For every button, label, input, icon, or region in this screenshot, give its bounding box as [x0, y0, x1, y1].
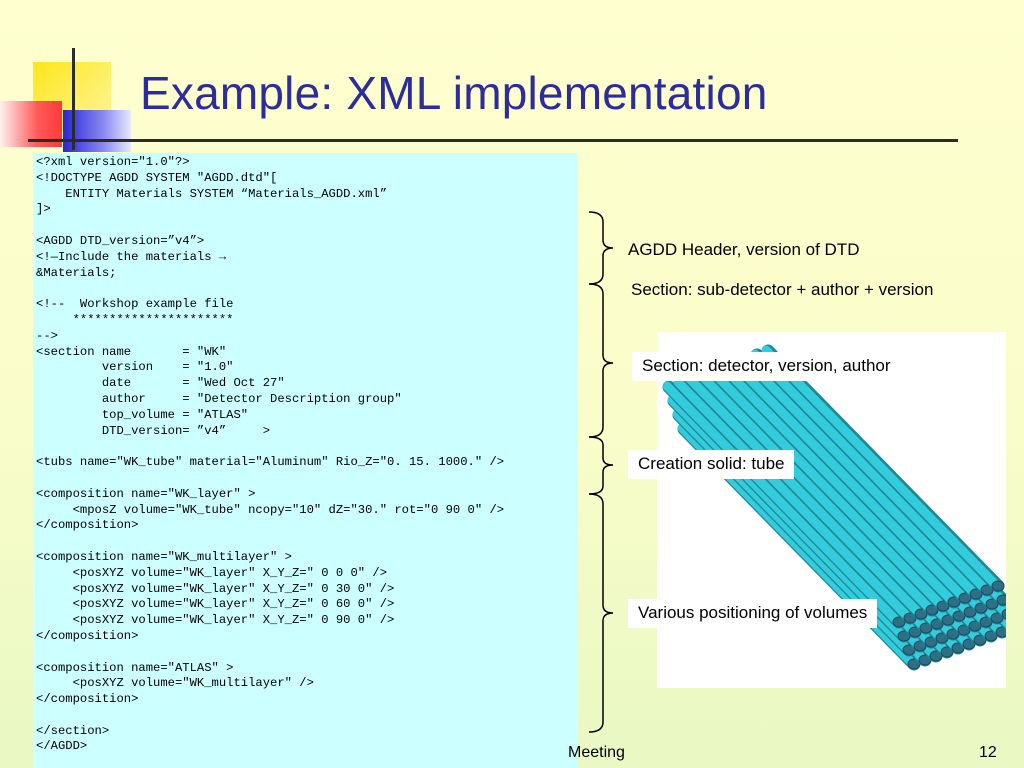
brace-positioning: [588, 493, 614, 733]
annotation-section-detector: Section: detector, version, author: [632, 352, 901, 381]
code-line: <section name = "WK": [36, 344, 227, 359]
tube: [673, 376, 917, 625]
annotation-creation-solid: Creation solid: tube: [628, 450, 795, 479]
xml-code: <?xml version="1.0"?> <!DOCTYPE AGDD SYS…: [33, 153, 578, 755]
tube: [739, 352, 983, 601]
code-line: DTD_version= ”v4” >: [36, 423, 271, 438]
tube: [695, 368, 939, 617]
code-line: -->: [36, 328, 58, 343]
brace-header: [588, 211, 614, 285]
tube: [761, 344, 1005, 593]
code-line: </composition>: [36, 628, 139, 643]
code-line: <posXYZ volume="WK_layer" X_Y_Z=" 0 0 0"…: [36, 565, 388, 580]
tube: [728, 356, 972, 605]
code-line: <AGDD DTD_version=”v4”>: [36, 233, 205, 248]
code-line: date = "Wed Oct 27": [36, 376, 285, 391]
code-line: <!—Include the materials →: [36, 249, 227, 264]
tube: [706, 364, 950, 613]
code-line: <composition name="WK_multilayer" >: [36, 549, 292, 564]
code-line: top_volume = "ATLAS": [36, 407, 249, 422]
code-line: ]>: [36, 202, 51, 217]
code-line: <composition name="WK_layer" >: [36, 486, 256, 501]
code-line: author = "Detector Description group": [36, 391, 402, 406]
title-rule: [28, 139, 958, 142]
code-line: <posXYZ volume="WK_layer" X_Y_Z=" 0 90 0…: [36, 613, 395, 628]
code-line: <!-- Workshop example file: [36, 297, 234, 312]
code-line: &Materials;: [36, 265, 117, 280]
braces: [588, 211, 614, 733]
code-line: version = "1.0": [36, 360, 234, 375]
code-line: **********************: [36, 312, 234, 327]
code-line: <?xml version="1.0"?>: [36, 155, 190, 169]
tube: [717, 360, 961, 609]
code-line: <mposZ volume="WK_tube" ncopy="10" dZ="3…: [36, 502, 505, 517]
code-line: </section>: [36, 723, 110, 738]
slide-title: Example: XML implementation: [140, 67, 768, 119]
code-line: <tubs name="WK_tube" material="Aluminum"…: [36, 455, 505, 470]
page-number: 12: [979, 744, 997, 761]
code-line: <posXYZ volume="WK_multilayer" />: [36, 676, 314, 691]
code-line: <posXYZ volume="WK_layer" X_Y_Z=" 0 60 0…: [36, 597, 395, 612]
annotation-header: AGDD Header, version of DTD: [628, 240, 860, 259]
brace-section: [588, 283, 614, 438]
tube-bundle-drawing: [662, 344, 1006, 671]
tube: [750, 348, 994, 597]
code-line: </composition>: [36, 518, 139, 533]
code-line: <!DOCTYPE AGDD SYSTEM "AGDD.dtd"[: [36, 170, 278, 185]
brace-solid: [588, 436, 614, 495]
code-line: ENTITY Materials SYSTEM “Materials_AGDD.…: [36, 186, 388, 201]
code-line: <posXYZ volume="WK_layer" X_Y_Z=" 0 30 0…: [36, 581, 395, 596]
code-box: <?xml version="1.0"?> <!DOCTYPE AGDD SYS…: [33, 153, 578, 768]
title-vertical-line: [72, 48, 75, 150]
tube-bundle-image: [657, 332, 1006, 688]
code-line: </composition>: [36, 692, 139, 707]
annotation-section-info: Section: sub-detector + author + version: [631, 280, 934, 299]
annotation-positioning: Various positioning of volumes: [628, 599, 878, 628]
code-line: <composition name="ATLAS" >: [36, 660, 234, 675]
code-line: </AGDD>: [36, 739, 88, 754]
footer-text: Meeting: [568, 744, 625, 761]
